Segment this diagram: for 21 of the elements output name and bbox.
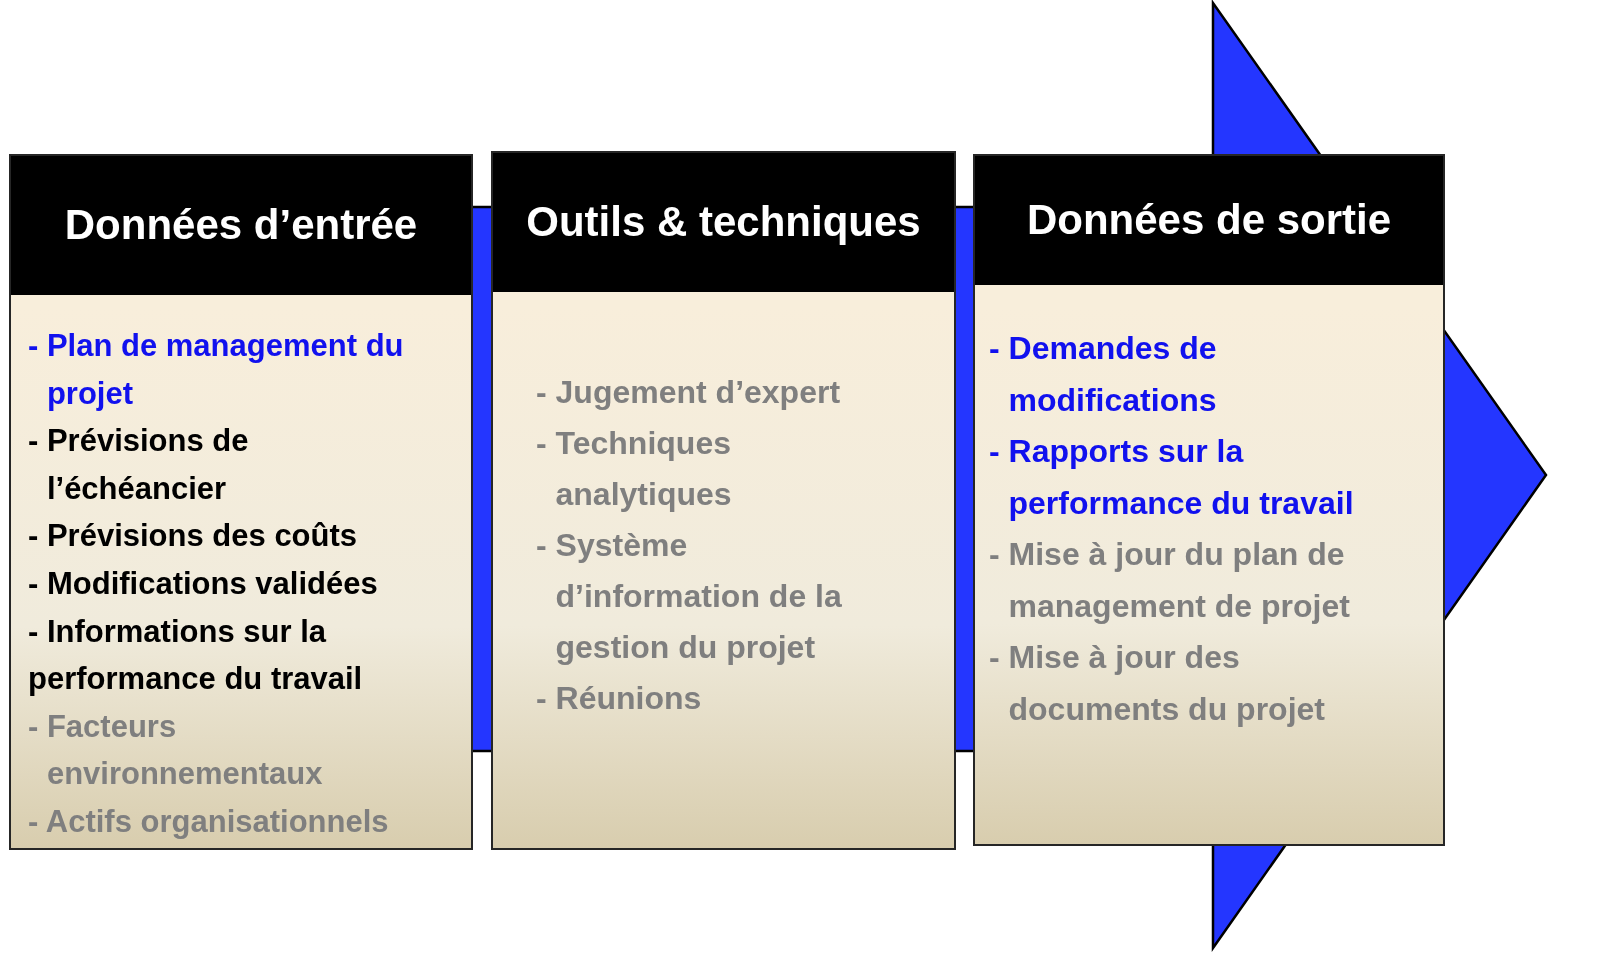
list-item: - Actifs organisationnels (28, 802, 390, 841)
column-card (973, 154, 1445, 846)
list-item: - Informations sur la performance du travail (28, 612, 364, 699)
column-title: Données de sortie (1026, 197, 1392, 244)
list-item: - Mise à jour des documents du projet (989, 638, 1326, 729)
list-item: - Jugement d’expert (536, 373, 842, 412)
list-item: - Modifications validées (28, 564, 379, 603)
list-item: - Prévisions de l’échéancier (28, 422, 250, 508)
list-item: - Techniques analytiques (536, 424, 733, 514)
column-title: Outils & techniques (526, 199, 921, 246)
list-item: - Mise à jour du plan de management de projet (989, 535, 1351, 626)
list-item: - Rapports sur la performance du travail (989, 432, 1355, 523)
list-item: - Prévisions des coûts (28, 517, 359, 556)
list-item: - Demandes de modifications (989, 329, 1218, 420)
column-title: Données d’entrée (64, 202, 418, 249)
list-item: - Réunions (536, 679, 703, 718)
list-item: - Facteurs environnementaux (28, 707, 324, 794)
column-card (9, 154, 473, 850)
list-item: - Système d’information de la gestion du projet (536, 526, 843, 667)
column-card (491, 151, 956, 850)
list-item: - Plan de management du projet (28, 327, 405, 413)
